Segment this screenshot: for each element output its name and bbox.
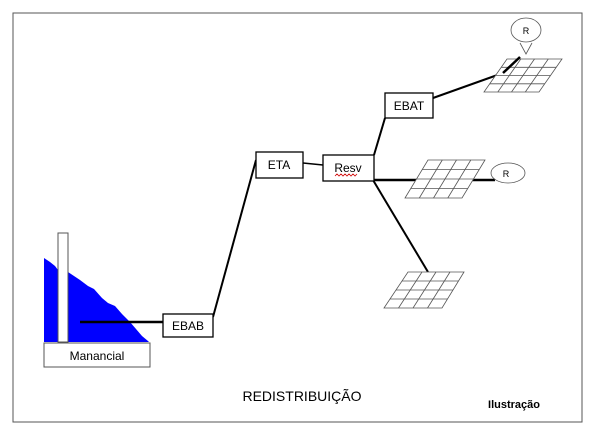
eta-box (255, 151, 304, 179)
r-mid-label: R (503, 169, 510, 179)
eta-label: ETA (268, 158, 290, 172)
r-mid-ellipse (490, 162, 526, 184)
resv-label: Resv (334, 161, 361, 175)
dam-wall (57, 232, 69, 343)
node-eta: ETA (255, 151, 304, 179)
node-r-top: R (510, 17, 542, 55)
ebab-label: EBAB (172, 319, 204, 333)
reservoir-water-right (68, 272, 149, 342)
resv-box (322, 154, 375, 182)
reservoir-water-left (44, 258, 58, 342)
resv-spellcheck-underline (334, 173, 358, 177)
node-r-mid: R (490, 162, 526, 184)
node-resv: Resv (322, 154, 375, 182)
r-top-stand (519, 42, 533, 55)
ebat-box (384, 92, 434, 119)
manancial-dam: Manancial (43, 232, 151, 368)
pipe-ebab-eta (212, 159, 257, 318)
r-top-ellipse (510, 17, 542, 43)
r-top-label: R (523, 26, 530, 36)
pipe-ebat-grid-top (432, 72, 504, 99)
illustration-label: Ilustração (488, 399, 540, 411)
manancial-label: Manancial (70, 349, 125, 363)
distribution-grid-bottom (383, 271, 465, 309)
manancial-base (43, 342, 151, 368)
node-ebab: EBAB (162, 313, 214, 338)
pipes (80, 72, 504, 324)
pipe-eta-resv (302, 162, 324, 166)
ebab-box (162, 313, 214, 338)
node-ebat: EBAT (384, 92, 434, 119)
pipe-resv-grid-bottom (369, 174, 429, 273)
pipe-resv-ebat (373, 117, 386, 156)
ebat-label: EBAT (394, 99, 425, 113)
pipe-grid-top-entry (502, 56, 521, 74)
diagram-caption: REDISTRIBUIÇÃO (242, 388, 361, 404)
distribution-grid-middle (404, 159, 486, 199)
